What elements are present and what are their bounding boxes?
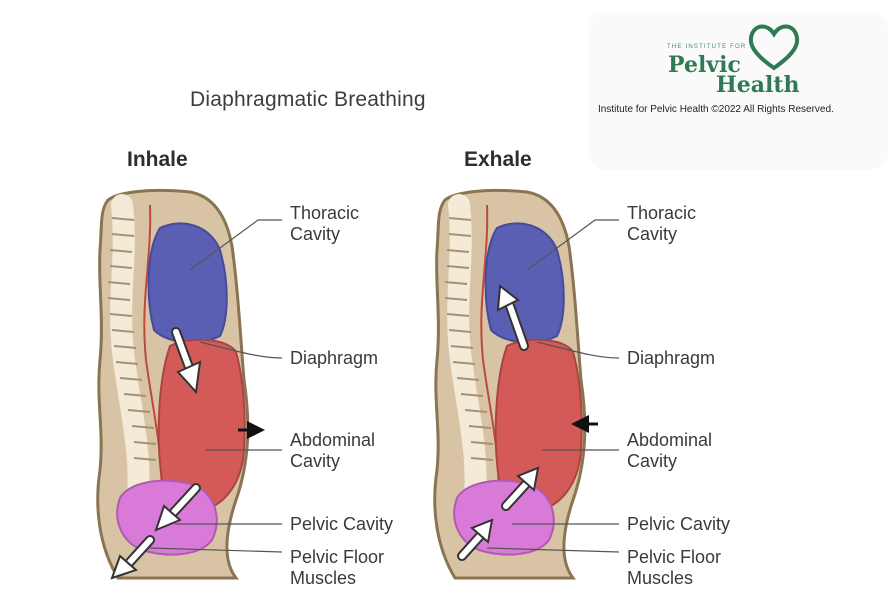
logo-small-text: THE INSTITUTE FOR [667, 44, 747, 50]
exhale-label-pelvic-cavity: Pelvic Cavity [627, 514, 731, 534]
heart-outline-icon [748, 24, 800, 71]
exhale-floor-arrow [457, 518, 494, 561]
exhale-label-abdominal: Abdominal Cavity [627, 430, 713, 471]
exhale-leader-lines [486, 219, 620, 553]
logo-word-health: Health [716, 72, 800, 98]
inhale-diaphragm-arrow [171, 327, 202, 395]
exhale-heading: Exhale [464, 148, 532, 171]
exhale-thoracic-cavity [484, 222, 565, 344]
exhale-pelvic-arrow [501, 466, 540, 511]
inhale-label-thoracic: Thoracic Cavity [290, 203, 360, 244]
inhale-label-pelvic-floor: Pelvic Floor Muscles [290, 547, 385, 588]
inhale-label-abdominal: Abdominal Cavity [290, 430, 376, 471]
exhale-label-diaphragm: Diaphragm [627, 348, 716, 368]
logo-panel [588, 12, 888, 170]
copyright-text: Institute for Pelvic Health ©2022 All Ri… [598, 104, 834, 115]
inhale-thoracic-cavity [147, 222, 228, 344]
inhale-leader-lines [149, 219, 283, 553]
inhale-label-pelvic-cavity: Pelvic Cavity [290, 514, 394, 534]
exhale-diaphragm-arrow [496, 284, 529, 351]
diagram-title: Diaphragmatic Breathing [190, 88, 426, 111]
exhale-label-thoracic: Thoracic Cavity [627, 203, 697, 244]
inhale-label-diaphragm: Diaphragm [290, 348, 379, 368]
inhale-heading: Inhale [127, 148, 188, 171]
exhale-label-pelvic-floor: Pelvic Floor Muscles [627, 547, 722, 588]
inhale-pelvic-arrow [154, 483, 201, 532]
logo-word-pelvic: Pelvic [668, 52, 741, 78]
inhale-floor-arrow [110, 535, 155, 580]
